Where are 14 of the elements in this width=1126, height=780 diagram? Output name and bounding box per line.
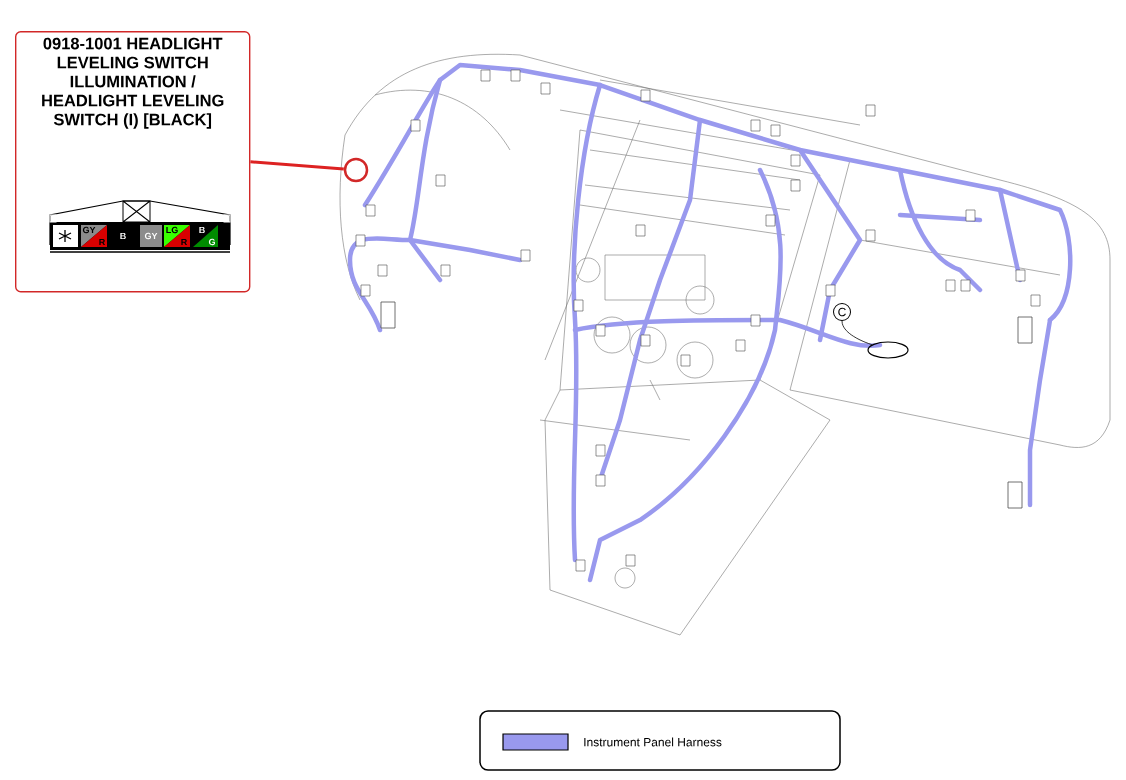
pin-label: G [208,238,215,246]
pin-label: GY [82,226,96,234]
pin-label: R [181,238,188,246]
circled-letter: C [833,303,851,321]
connector-loop [867,341,909,359]
pin-label: B [199,226,205,234]
pin-label: LG [166,226,178,234]
leader-line [841,320,873,346]
pin-label: R [99,238,106,246]
highlight-circle [343,157,369,183]
leader-line [250,160,344,171]
legend-label: Instrument Panel Harness [584,737,722,747]
pin-label: B [120,232,126,240]
pin-label: GY [144,232,158,240]
